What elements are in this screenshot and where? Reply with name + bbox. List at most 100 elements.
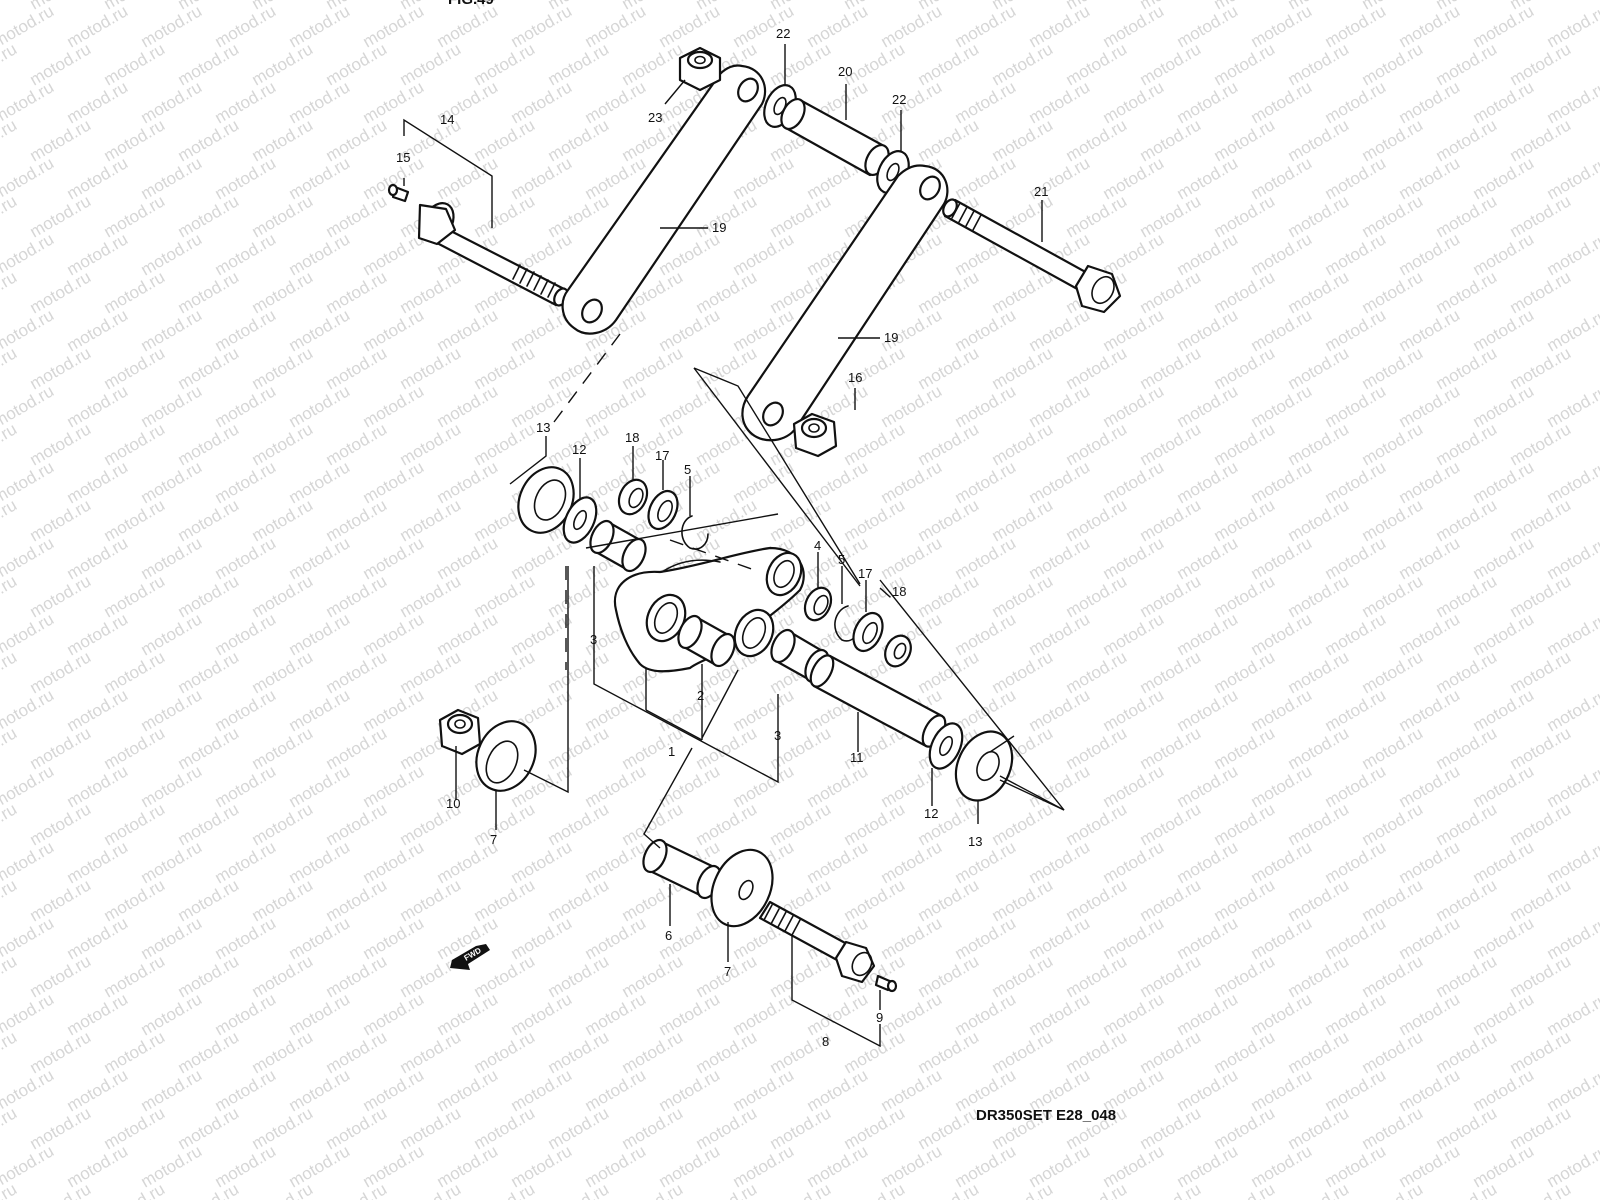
watermark-text: motod.ru <box>1544 837 1600 887</box>
watermark-text: motod.ru <box>1544 609 1600 659</box>
watermark-text: motod.ru <box>27 571 95 621</box>
watermark-text: motod.ru <box>286 913 354 963</box>
watermark-text: motod.ru <box>0 799 20 849</box>
watermark-text: motod.ru <box>767 39 835 89</box>
callout-7-left: 7 <box>490 832 497 847</box>
watermark-text: motod.ru <box>582 913 650 963</box>
watermark-text: motod.ru <box>1433 723 1501 773</box>
watermark-text: motod.ru <box>1470 1065 1538 1115</box>
watermark-text: motod.ru <box>952 381 1020 431</box>
watermark-text: motod.ru <box>1285 799 1353 849</box>
watermark-text: motod.ru <box>878 77 946 127</box>
watermark-text: motod.ru <box>101 419 169 469</box>
watermark-text: motod.ru <box>1026 989 1094 1039</box>
watermark-text: motod.ru <box>471 39 539 89</box>
watermark-text: motod.ru <box>656 305 724 355</box>
watermark-text: motod.ru <box>989 647 1057 697</box>
watermark-text: motod.ru <box>212 685 280 735</box>
circlip-5-top <box>681 515 709 550</box>
watermark-text: motod.ru <box>1285 343 1353 393</box>
watermark-text: motod.ru <box>730 761 798 811</box>
watermark-text: motod.ru <box>27 39 95 89</box>
watermark-text: motod.ru <box>1507 191 1575 241</box>
grease-nipple-9 <box>874 974 898 993</box>
watermark-text: motod.ru <box>878 533 946 583</box>
watermark-text: motod.ru <box>212 1141 280 1191</box>
watermark-text: motod.ru <box>1433 343 1501 393</box>
watermark-text: motod.ru <box>1470 837 1538 887</box>
watermark-text: motod.ru <box>1248 381 1316 431</box>
watermark-text: motod.ru <box>1285 647 1353 697</box>
watermark-text: motod.ru <box>1211 39 1279 89</box>
watermark-text: motod.ru <box>101 875 169 925</box>
bearing-2 <box>677 614 736 668</box>
callout-6: 6 <box>665 928 672 943</box>
leader-lines <box>403 44 1065 1048</box>
watermark-text: motod.ru <box>27 115 95 165</box>
watermark-text: motod.ru <box>138 685 206 735</box>
watermark-text: motod.ru <box>989 951 1057 1001</box>
nut-23 <box>678 46 722 92</box>
watermark-text: motod.ru <box>1396 761 1464 811</box>
watermark-text: motod.ru <box>730 989 798 1039</box>
watermark-text: motod.ru <box>767 191 835 241</box>
watermark-text: motod.ru <box>471 1179 539 1200</box>
watermark-text: motod.ru <box>0 191 20 241</box>
callout-19-left: 19 <box>712 220 726 235</box>
watermark-text: motod.ru <box>1211 343 1279 393</box>
watermark-text: motod.ru <box>249 1027 317 1077</box>
watermark-text: motod.ru <box>1211 267 1279 317</box>
watermark-text: motod.ru <box>1433 1179 1501 1200</box>
callout-16: 16 <box>848 370 862 385</box>
watermark-text: motod.ru <box>249 495 317 545</box>
callout-18-right: 18 <box>892 584 906 599</box>
watermark-text: motod.ru <box>878 761 946 811</box>
watermark-text: motod.ru <box>1359 419 1427 469</box>
watermark-text: motod.ru <box>1396 685 1464 735</box>
watermark-text: motod.ru <box>841 1027 909 1077</box>
watermark-text: motod.ru <box>434 609 502 659</box>
callout-5-right: 5 <box>838 552 845 567</box>
watermark-text: motod.ru <box>582 381 650 431</box>
watermark-text: motod.ru <box>360 609 428 659</box>
watermark-text: motod.ru <box>841 799 909 849</box>
watermark-text: motod.ru <box>1174 153 1242 203</box>
watermark-text: motod.ru <box>1396 457 1464 507</box>
watermark-text: motod.ru <box>1211 875 1279 925</box>
watermark-text: motod.ru <box>249 267 317 317</box>
watermark-text: motod.ru <box>915 343 983 393</box>
watermark-text: motod.ru <box>1100 837 1168 887</box>
watermark-text: motod.ru <box>841 343 909 393</box>
watermark-text: motod.ru <box>1248 761 1316 811</box>
watermark-text: motod.ru <box>1211 191 1279 241</box>
watermark-text: motod.ru <box>1211 571 1279 621</box>
watermark-text: motod.ru <box>545 723 613 773</box>
watermark-text: motod.ru <box>952 989 1020 1039</box>
watermark-text: motod.ru <box>212 457 280 507</box>
watermark-text: motod.ru <box>397 1179 465 1200</box>
watermark-text: motod.ru <box>323 343 391 393</box>
watermark-text: motod.ru <box>1137 875 1205 925</box>
watermark-text: motod.ru <box>1063 647 1131 697</box>
watermark-text: motod.ru <box>1285 191 1353 241</box>
watermark-text: motod.ru <box>1359 571 1427 621</box>
diagram-caption: DR350SET E28_048 <box>976 1107 1116 1124</box>
watermark-text: motod.ru <box>693 343 761 393</box>
watermark-text: motod.ru <box>1285 951 1353 1001</box>
watermark-text: motod.ru <box>1211 1179 1279 1200</box>
watermark-text: motod.ru <box>1211 495 1279 545</box>
callout-23: 23 <box>648 110 662 125</box>
callout-1: 1 <box>668 744 675 759</box>
watermark-text: motod.ru <box>878 837 946 887</box>
watermark-text: motod.ru <box>1433 495 1501 545</box>
watermark-text: motod.ru <box>0 875 20 925</box>
watermark-text: motod.ru <box>1026 609 1094 659</box>
watermark-text: motod.ru <box>1100 761 1168 811</box>
watermark-text: motod.ru <box>1026 381 1094 431</box>
watermark-text: motod.ru <box>249 951 317 1001</box>
watermark-text: motod.ru <box>582 1065 650 1115</box>
watermark-text: motod.ru <box>1507 723 1575 773</box>
watermark-text: motod.ru <box>212 837 280 887</box>
watermark-text: motod.ru <box>1470 1 1538 51</box>
callouts: 1 2 3 3 4 5 5 6 7 7 8 9 10 11 12 12 13 1… <box>396 26 1048 1049</box>
